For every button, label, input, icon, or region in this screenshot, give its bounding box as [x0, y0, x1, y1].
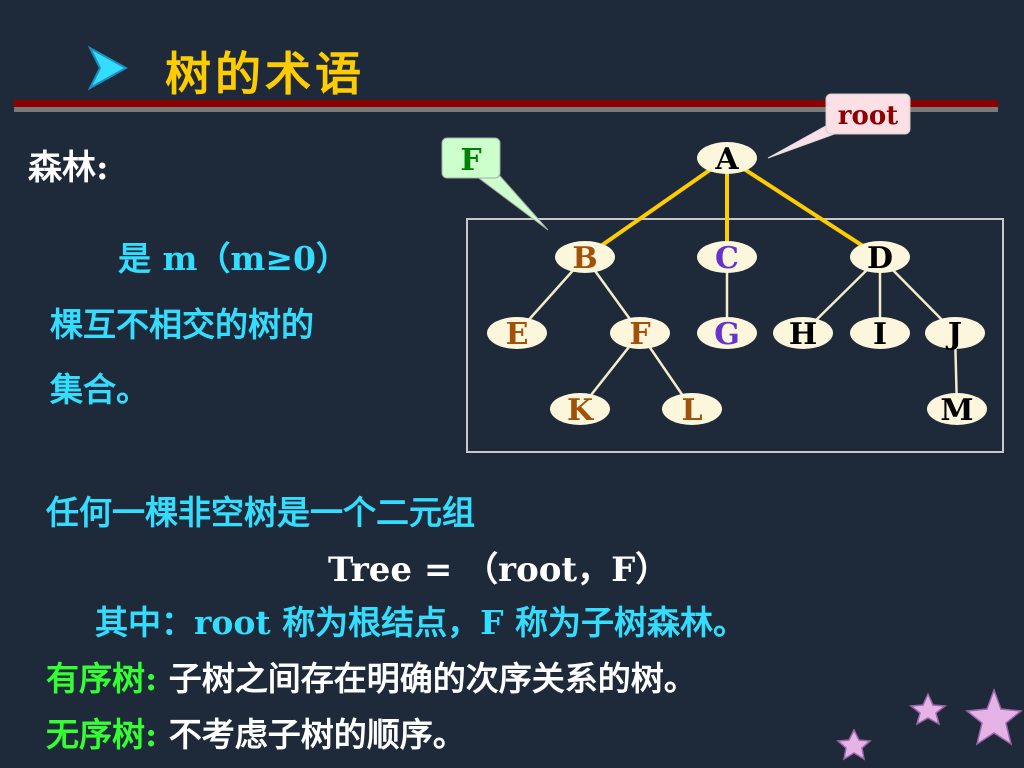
- forest-box: [466, 218, 1004, 453]
- tree-node-label-D: D: [867, 241, 893, 276]
- tree-node-shape-H: [773, 317, 833, 349]
- tree-node-label-J: J: [945, 317, 962, 352]
- tree-node-shape-L: [662, 393, 722, 425]
- tree-node-J: J: [925, 317, 985, 352]
- f-callout: F: [441, 137, 549, 231]
- tree-node-shape-J: [925, 317, 985, 349]
- tree-node-shape-K: [550, 393, 610, 425]
- tree-node-G: G: [697, 317, 757, 352]
- f-callout-label: F: [460, 143, 481, 178]
- edge-A-B: [583, 156, 729, 259]
- tree-node-H: H: [773, 317, 833, 352]
- tree-node-E: E: [487, 317, 547, 352]
- star-decoration-icon: [836, 687, 1023, 761]
- ordered-tree-definition: 有序树: 子树之间存在明确的次序关系的树。: [46, 652, 697, 700]
- tree-node-shape-A: [697, 142, 757, 174]
- tree-node-B: B: [555, 241, 615, 276]
- tree-node-K: K: [550, 393, 610, 428]
- ordered-tree-desc: 子树之间存在明确的次序关系的树。: [168, 659, 697, 698]
- definition-line-3: 集合。: [50, 370, 149, 409]
- arrow-bullet-icon: [87, 45, 129, 91]
- tree-node-label-A: A: [714, 142, 739, 177]
- tree-node-shape-F: [610, 317, 670, 349]
- title-divider: [14, 100, 998, 112]
- tree-node-shape-B: [555, 241, 615, 273]
- tree-node-shape-I: [850, 317, 910, 349]
- unordered-tree-term: 无序树:: [46, 715, 158, 754]
- root-callout-label: root: [838, 101, 898, 131]
- root-forest-explanation: 其中：root 称为根结点，F 称为子树森林。: [95, 603, 747, 642]
- slide-title: 树的术语: [165, 47, 365, 101]
- tree-node-M: M: [927, 393, 987, 428]
- unordered-tree-desc: 不考虑子树的顺序。: [168, 715, 466, 754]
- tree-node-shape-E: [487, 317, 547, 349]
- tree-formula: Tree = （root，F）: [328, 550, 670, 590]
- tree-node-I: I: [850, 317, 910, 352]
- nonempty-tree-statement: 任何一棵非空树是一个二元组: [46, 493, 475, 532]
- tree-node-shape-M: [927, 393, 987, 425]
- ordered-tree-term: 有序树:: [46, 659, 158, 698]
- tree-node-label-I: I: [873, 317, 887, 352]
- tree-node-L: L: [662, 393, 722, 428]
- tree-node-label-E: E: [506, 317, 529, 352]
- tree-node-shape-G: [697, 317, 757, 349]
- tree-node-D: D: [850, 241, 910, 276]
- tree-node-F: F: [610, 317, 670, 352]
- definition-line-2: 棵互不相交的树的: [50, 305, 314, 344]
- tree-node-label-C: C: [715, 241, 739, 276]
- tree-node-label-G: G: [714, 317, 740, 352]
- tree-node-C: C: [697, 241, 757, 276]
- root-callout: root: [767, 93, 911, 159]
- forest-label: 森林:: [28, 148, 109, 188]
- definition-line-1: 是 m（m≥0）: [118, 239, 349, 278]
- tree-node-label-F: F: [629, 317, 650, 352]
- tree-node-shape-C: [697, 241, 757, 273]
- tree-node-label-B: B: [572, 241, 597, 276]
- unordered-tree-definition: 无序树: 不考虑子树的顺序。: [46, 708, 466, 756]
- tree-node-shape-D: [850, 241, 910, 273]
- tree-node-label-H: H: [789, 317, 817, 352]
- edge-A-D: [725, 156, 882, 259]
- tree-node-label-M: M: [940, 393, 973, 428]
- tree-node-label-L: L: [681, 393, 702, 428]
- tree-node-A: A: [697, 142, 757, 177]
- tree-node-label-K: K: [567, 393, 594, 428]
